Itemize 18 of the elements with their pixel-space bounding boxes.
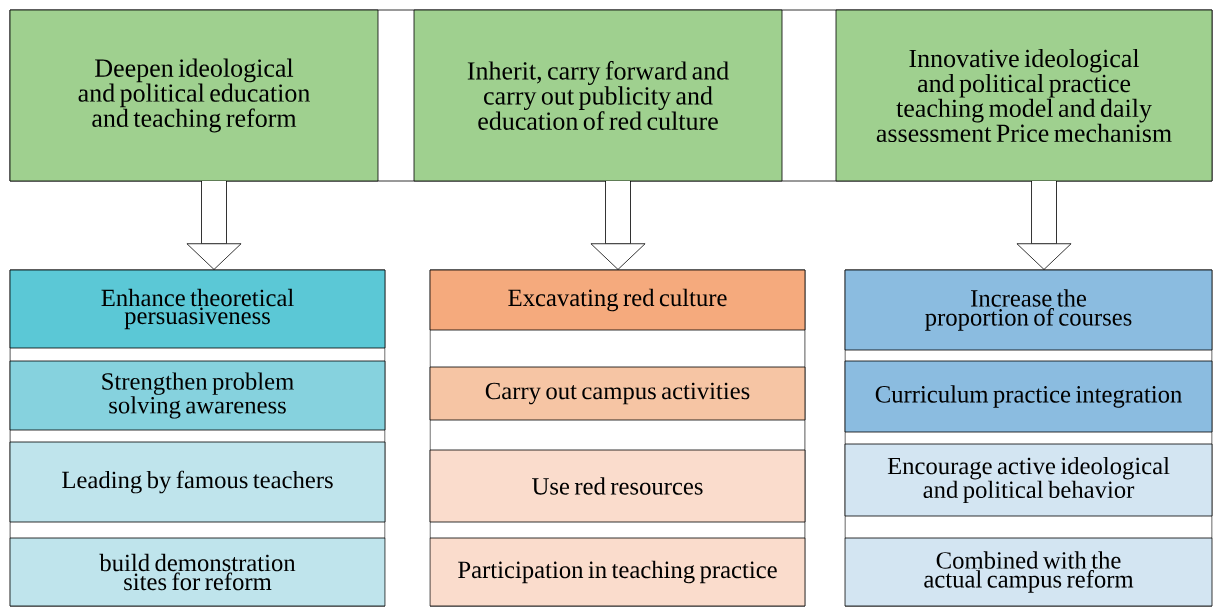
item-box: Use red resources: [429, 449, 806, 523]
item-box: Combined with the actual campus reform: [844, 537, 1213, 607]
heading-box: Deepen ideological and political education and teaching reform: [9, 9, 379, 182]
item-box: Curriculum practice integration: [844, 360, 1213, 433]
item-box: Encourage active ideological and political behavior: [844, 443, 1213, 517]
heading-box: Innovative ideological and political practice teaching model and daily assessment Price mechanism: [835, 9, 1213, 182]
item-box: Leading by famous teachers: [9, 441, 386, 523]
item-box: Increase the proportion of courses: [844, 269, 1213, 351]
item-box: build demonstration sites for reform: [9, 537, 386, 607]
item-box: Excavating red culture: [429, 269, 806, 331]
item-box: Participation in teaching practice: [429, 537, 806, 607]
block-arrow: [186, 181, 242, 270]
item-box: Enhance theoretical persuasiveness: [9, 269, 386, 349]
block-arrow: [1016, 181, 1072, 270]
item-box: Carry out campus activities: [429, 366, 806, 421]
item-box: Strengthen problem solving awareness: [9, 360, 386, 431]
heading-box: Inherit, carry forward and carry out publicity and education of red culture: [413, 9, 783, 182]
block-arrow: [590, 181, 646, 270]
